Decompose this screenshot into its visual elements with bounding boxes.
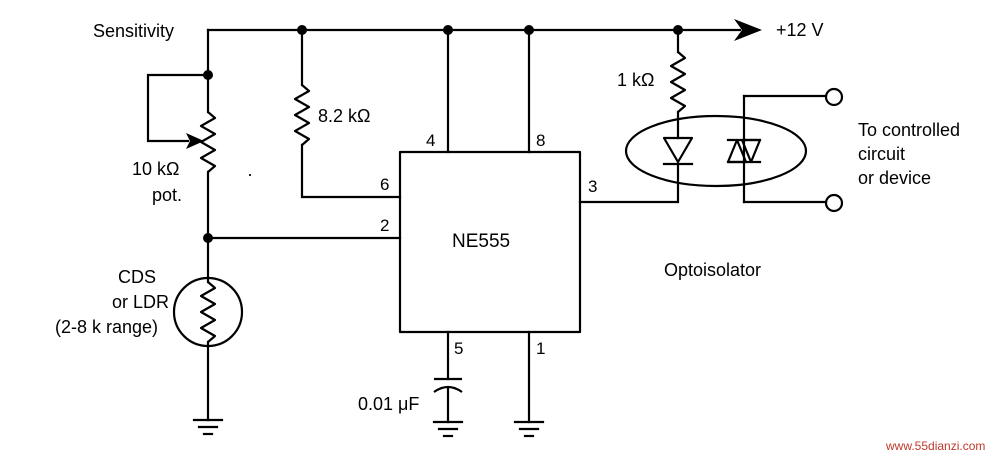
output-label-line3: or device	[858, 168, 931, 188]
led-icon	[662, 136, 694, 166]
optoisolator-label: Optoisolator	[664, 260, 761, 280]
potentiometer	[146, 28, 217, 243]
pin-5-label: 5	[454, 339, 463, 358]
ic-name-label: NE555	[452, 231, 510, 252]
output-terminal-bottom	[824, 193, 844, 213]
ldr-resistor-zigzag	[199, 281, 217, 343]
ldr-label-line1: CDS	[118, 267, 156, 287]
ldr-sensor	[172, 236, 244, 436]
ground-icon	[513, 420, 545, 438]
pin-6-label: 6	[380, 175, 389, 194]
control-capacitor	[432, 330, 464, 438]
triac-icon	[726, 138, 762, 164]
pot-resistor-zigzag	[199, 111, 217, 173]
timing-resistor-label: 8.2 kΩ	[318, 106, 370, 126]
ldr-label-line3: (2-8 k range)	[55, 317, 158, 337]
timing-resistor-zigzag	[293, 84, 311, 146]
ldr-label-line2: or LDR	[112, 292, 169, 312]
pot-value-label: 10 kΩ	[132, 159, 179, 179]
output-label-line1: To controlled	[858, 120, 960, 140]
led-resistor	[669, 28, 687, 140]
timing-resistor	[293, 28, 402, 199]
led-resistor-zigzag	[669, 51, 687, 113]
pot-wiper-arrow-icon	[186, 133, 204, 149]
pin-2-label: 2	[380, 216, 389, 235]
pin-3-label: 3	[588, 177, 597, 196]
pot-wiper	[146, 73, 210, 143]
pin1-ground	[513, 330, 545, 438]
pin-1-label: 1	[536, 339, 545, 358]
capacitor-label: 0.01 μF	[358, 394, 419, 414]
stray-mark: ·	[247, 164, 253, 184]
pot-name-label: pot.	[152, 185, 182, 205]
sensitivity-label: Sensitivity	[93, 21, 174, 41]
ne555-chip	[398, 28, 582, 334]
output-wire	[578, 163, 680, 204]
supply-label: +12 V	[776, 20, 824, 40]
ne555-body	[398, 150, 582, 334]
ldr-body	[172, 276, 244, 348]
watermark: www.55dianzi.com	[885, 439, 985, 453]
led-resistor-label: 1 kΩ	[617, 70, 654, 90]
optoisolator-body	[624, 114, 808, 188]
output-terminal-top	[824, 87, 844, 107]
optoisolator	[624, 94, 828, 204]
output-label-line2: circuit	[858, 144, 905, 164]
pin-4-label: 4	[426, 131, 435, 150]
pin-8-label: 8	[536, 131, 545, 150]
ground-icon	[432, 420, 464, 438]
ground-icon	[192, 418, 224, 436]
supply-arrow-icon	[734, 19, 762, 41]
